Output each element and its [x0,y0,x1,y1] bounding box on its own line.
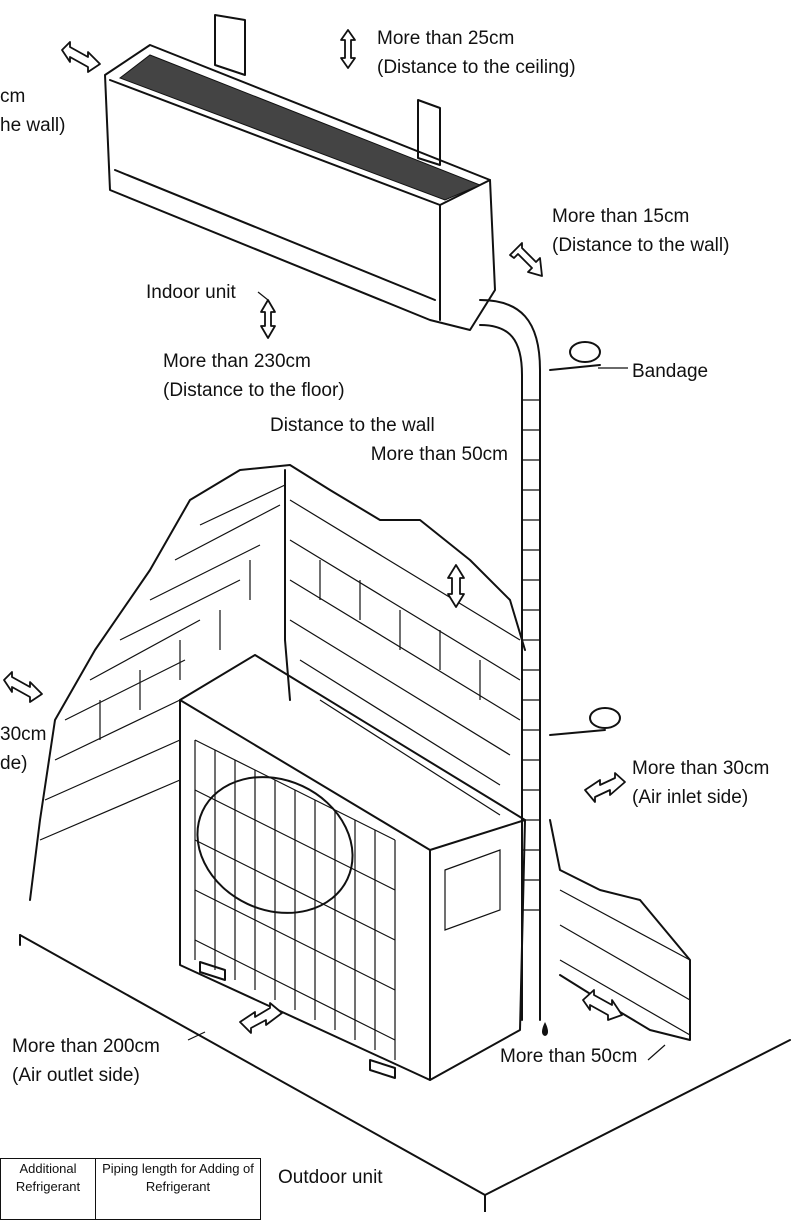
arrow-floor-icon [260,299,276,339]
clearance-arrows [3,29,626,1034]
label-bandage: Bandage [632,361,709,382]
label-side-wall-left-top: cm he wall) [0,86,66,136]
ground-slab [19,934,791,1212]
label-ceiling: More than 25cm (Distance to the ceiling) [377,28,576,78]
label-wall-outdoor: Distance to the wall More than 50cm [270,415,508,465]
arrow-left-outdoor-icon [3,671,43,703]
label-outdoor-unit: Outdoor unit [278,1167,383,1188]
arrow-bottom-right-icon [582,989,623,1021]
arrow-wall-outdoor-icon [447,564,465,608]
indoor-unit [104,14,496,331]
legend-header-piping-length: Piping length for Adding of Refrigerant [95,1158,261,1220]
label-left-side-outdoor: 30cm de) [0,724,47,774]
label-air-outlet: More than 200cm (Air outlet side) [12,1036,160,1086]
arrow-inlet-icon [584,772,626,803]
label-wall-right-indoor: More than 15cm (Distance to the wall) [552,206,730,256]
label-air-inlet: More than 30cm (Air inlet side) [632,758,770,808]
arrow-wall-right-icon [509,242,543,277]
label-bottom-right: More than 50cm [500,1046,638,1067]
outdoor-unit [179,654,526,1081]
refrigerant-pipe [479,299,628,1036]
label-floor: More than 230cm (Distance to the floor) [163,351,345,401]
arrow-ceiling-icon [340,29,356,69]
legend-table: Additional Refrigerant Piping length for… [0,1158,261,1220]
arrow-outlet-icon [239,1002,283,1034]
arrow-left-top-icon [61,41,101,73]
label-indoor-unit: Indoor unit [146,282,236,303]
legend-header-additional-refrigerant: Additional Refrigerant [0,1158,96,1220]
brick-wall [29,464,691,1041]
